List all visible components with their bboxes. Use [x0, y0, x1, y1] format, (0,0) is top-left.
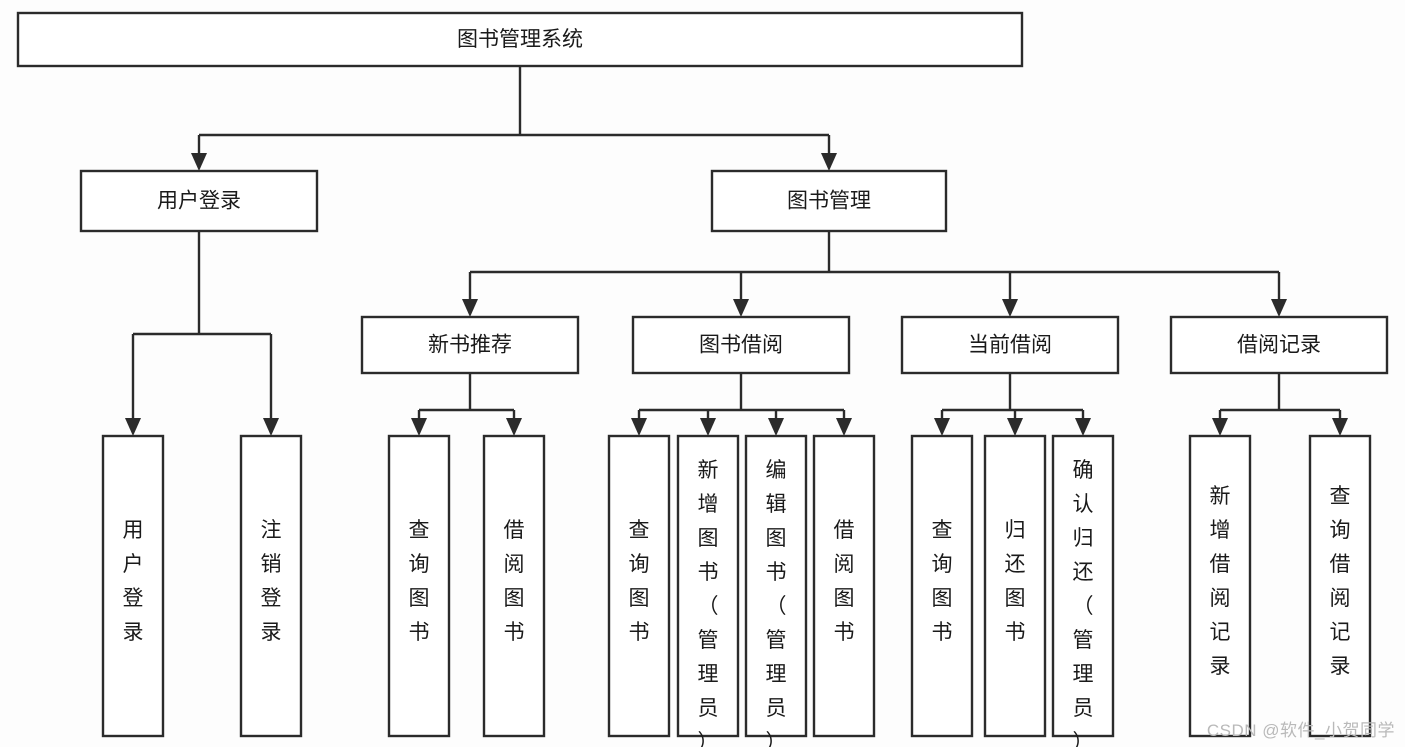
arrow-head-icon	[1002, 299, 1018, 317]
node-borrow-query-book[interactable]: 查询图书	[607, 434, 671, 738]
node-label: 用户登录	[123, 519, 144, 644]
node-box	[710, 169, 948, 233]
node-borrow-borrow-book[interactable]: 借阅图书	[812, 434, 876, 738]
arrow-head-icon	[263, 418, 279, 436]
node-label: 借阅图书	[834, 519, 855, 644]
arrow-head-icon	[821, 153, 837, 171]
arrow-head-icon	[1212, 418, 1228, 436]
node-box	[983, 434, 1047, 738]
arrow-head-icon	[768, 418, 784, 436]
node-box	[910, 434, 974, 738]
node-box	[744, 434, 808, 738]
arrow-head-icon	[934, 418, 950, 436]
node-label: 借阅图书	[504, 519, 525, 644]
node-box	[360, 315, 580, 375]
node-label: 新书推荐	[428, 334, 512, 357]
node-box	[607, 434, 671, 738]
node-label: 新增图书（管理员）	[698, 459, 719, 747]
arrow-head-icon	[191, 153, 207, 171]
node-label: 图书借阅	[699, 334, 783, 357]
node-root[interactable]: 图书管理系统	[16, 11, 1024, 68]
node-label: 确认归还（管理员）	[1073, 459, 1094, 747]
node-user-login-signout[interactable]: 注销登录	[239, 434, 303, 738]
node-box	[387, 434, 451, 738]
node-record-add[interactable]: 新增借阅记录	[1188, 434, 1252, 738]
node-box	[79, 169, 319, 233]
arrow-head-icon	[836, 418, 852, 436]
node-label: 查询图书	[409, 519, 430, 644]
node-borrow-add-book[interactable]: 新增图书（管理员）	[676, 434, 740, 747]
node-box	[101, 434, 165, 738]
node-label: 归还图书	[1005, 519, 1026, 644]
arrow-head-icon	[411, 418, 427, 436]
node-label: 新增借阅记录	[1210, 485, 1231, 678]
node-label: 查询图书	[629, 519, 650, 644]
node-label: 当前借阅	[968, 334, 1052, 357]
node-box	[900, 315, 1120, 375]
node-label: 查询图书	[932, 519, 953, 644]
node-current-return-book[interactable]: 归还图书	[983, 434, 1047, 738]
node-borrow-record[interactable]: 借阅记录	[1169, 315, 1389, 375]
node-box	[482, 434, 546, 738]
node-box	[812, 434, 876, 738]
node-box	[16, 11, 1024, 68]
node-label: 注销登录	[261, 519, 282, 644]
node-label: 借阅记录	[1237, 334, 1321, 357]
arrow-head-icon	[1271, 299, 1287, 317]
node-label: 编辑图书（管理员）	[766, 459, 787, 747]
node-current-confirm-return[interactable]: 确认归还（管理员）	[1051, 434, 1115, 747]
node-label: 用户登录	[157, 190, 241, 213]
node-box	[239, 434, 303, 738]
node-recommend-query-book[interactable]: 查询图书	[387, 434, 451, 738]
node-layer: 图书管理系统用户登录用户登录注销登录图书管理新书推荐查询图书借阅图书图书借阅查询…	[16, 11, 1389, 747]
node-box	[676, 434, 740, 738]
node-record-query[interactable]: 查询借阅记录	[1308, 434, 1372, 738]
arrow-head-icon	[462, 299, 478, 317]
arrow-head-icon	[700, 418, 716, 436]
node-user-login-signin[interactable]: 用户登录	[101, 434, 165, 738]
node-label: 图书管理系统	[457, 28, 583, 51]
node-current-query-book[interactable]: 查询图书	[910, 434, 974, 738]
node-new-book-recommend[interactable]: 新书推荐	[360, 315, 580, 375]
node-recommend-borrow-book[interactable]: 借阅图书	[482, 434, 546, 738]
node-label: 图书管理	[787, 190, 871, 213]
node-book-borrow[interactable]: 图书借阅	[631, 315, 851, 375]
node-label: 查询借阅记录	[1330, 485, 1351, 678]
node-user-login[interactable]: 用户登录	[79, 169, 319, 233]
arrow-head-icon	[125, 418, 141, 436]
arrow-head-icon	[733, 299, 749, 317]
connector-layer	[125, 66, 1348, 436]
node-box	[1051, 434, 1115, 738]
arrow-head-icon	[1075, 418, 1091, 436]
node-current-borrow[interactable]: 当前借阅	[900, 315, 1120, 375]
node-box	[631, 315, 851, 375]
arrow-head-icon	[1007, 418, 1023, 436]
arrow-head-icon	[631, 418, 647, 436]
node-box	[1188, 434, 1252, 738]
arrow-head-icon	[506, 418, 522, 436]
node-book-management[interactable]: 图书管理	[710, 169, 948, 233]
node-borrow-edit-book[interactable]: 编辑图书（管理员）	[744, 434, 808, 747]
arrow-head-icon	[1332, 418, 1348, 436]
node-box	[1169, 315, 1389, 375]
node-box	[1308, 434, 1372, 738]
